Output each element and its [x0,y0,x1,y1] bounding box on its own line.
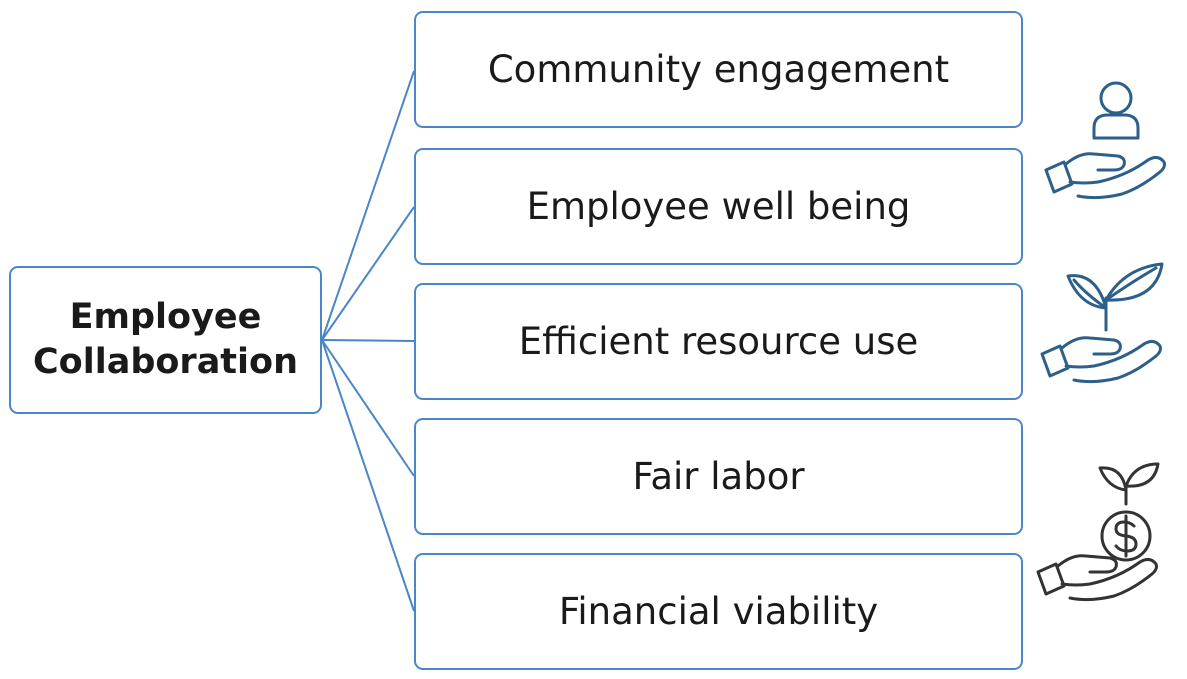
connector-line-community-engagement [321,70,415,341]
branch-node-fair-labor: Fair labor [414,418,1023,535]
branch-node-label: Financial viability [558,590,879,633]
branch-node-community-engagement: Community engagement [414,11,1023,128]
branch-node-label: Efficient resource use [518,320,919,363]
root-node-employee-collaboration: Employee Collaboration [9,266,322,414]
branch-node-employee-well-being: Employee well being [414,148,1023,265]
branch-node-efficient-resource-use: Efficient resource use [414,283,1023,400]
root-node-line-1: Employee [69,296,262,337]
root-node-line-2: Collaboration [32,342,298,382]
branch-node-financial-viability: Financial viability [414,553,1023,670]
branch-node-label: Community engagement [487,48,950,91]
branch-node-label: Fair labor [632,455,805,498]
connector-line-efficient-resource-use [321,339,415,342]
hand-holding-plant-icon [1034,258,1184,388]
hand-holding-money-plant-icon [1030,460,1180,610]
connector-line-employee-well-being [321,206,415,341]
connector-line-fair-labor [321,339,415,477]
branch-node-label: Employee well being [526,185,911,228]
connector-line-financial-viability [321,339,415,612]
hand-holding-person-icon [1036,70,1176,200]
